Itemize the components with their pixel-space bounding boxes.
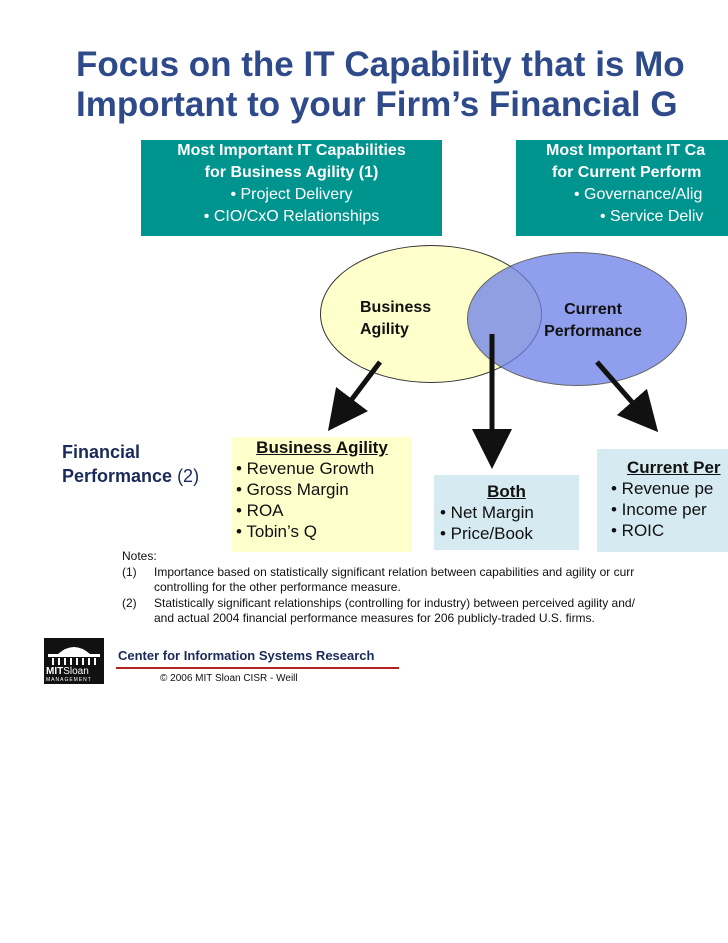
current-performance-label: Current Performance xyxy=(537,299,649,343)
performance-capabilities-header-1: Most Important IT Ca xyxy=(546,142,706,159)
arrow-to-agility-box xyxy=(327,360,382,431)
agility-capabilities-box: Most Important IT Capabilities for Busin… xyxy=(141,140,442,236)
business-agility-label-1: Business xyxy=(360,299,432,316)
arrows xyxy=(327,334,659,469)
financial-label-2: Performance xyxy=(62,466,173,486)
arrow-to-current-box xyxy=(595,360,659,433)
center-name: Center for Information Systems Research xyxy=(118,648,375,663)
slide: Focus on the IT Capability that is Mo Im… xyxy=(42,42,728,685)
both-measure-item: • Net Margin xyxy=(440,503,534,522)
footer-divider xyxy=(116,667,399,669)
current-performance-label-1: Current xyxy=(564,301,622,318)
current-performance-label-2: Performance xyxy=(544,323,642,340)
note-2-line-1: Statistically significant relationships … xyxy=(154,595,635,610)
logo-management: MANAGEMENT xyxy=(46,677,92,683)
both-measure-item: • Price/Book xyxy=(440,524,533,543)
business-agility-measures-box: Business Agility • Revenue Growth • Gros… xyxy=(232,437,412,552)
performance-capability-item: • Service Deliv xyxy=(600,208,704,225)
current-measure-item: • Income per xyxy=(611,500,707,519)
copyright: © 2006 MIT Sloan CISR - Weill xyxy=(160,673,298,684)
business-agility-measures-header: Business Agility xyxy=(256,438,388,457)
financial-label-1: Financial xyxy=(62,442,141,462)
current-performance-measures-box: Current Per • Revenue pe • Income per • … xyxy=(597,449,728,552)
logo-sloan: Sloan xyxy=(63,666,89,677)
both-measures-box: Both • Net Margin • Price/Book xyxy=(434,475,579,550)
current-performance-measures-header: Current Per xyxy=(627,458,721,477)
logo-mit: MIT xyxy=(46,666,64,677)
agility-measure-item: • Tobin’s Q xyxy=(236,522,317,541)
agility-measure-item: • ROA xyxy=(236,501,284,520)
agility-capabilities-header-2: for Business Agility (1) xyxy=(204,164,379,181)
financial-label-note: (2) xyxy=(172,466,200,486)
performance-capabilities-header-2: for Current Perform xyxy=(552,164,702,181)
agility-capabilities-header-1: Most Important IT Capabilities xyxy=(177,142,406,159)
notes-title: Notes: xyxy=(122,549,157,563)
financial-performance-label: Financial Performance (2) xyxy=(62,440,199,488)
title-line-2: Important to your Firm’s Financial G xyxy=(76,85,678,124)
agility-capability-item: • Project Delivery xyxy=(230,186,353,203)
note-2-number: (2) xyxy=(122,595,137,610)
agility-capability-item: • CIO/CxO Relationships xyxy=(203,208,380,225)
current-measure-item: • ROIC xyxy=(611,521,665,540)
business-agility-label: Business Agility xyxy=(360,297,431,341)
performance-capability-item: • Governance/Alig xyxy=(574,186,703,203)
performance-capabilities-box: Most Important IT Ca for Current Perform… xyxy=(516,140,728,236)
note-1-line-2: controlling for the other performance me… xyxy=(154,580,401,594)
note-1-number: (1) xyxy=(122,564,137,579)
notes: Notes: (1) Importance based on statistica… xyxy=(122,549,728,627)
both-measures-header: Both xyxy=(487,482,526,501)
agility-measure-item: • Gross Margin xyxy=(236,480,349,499)
business-agility-label-2: Agility xyxy=(360,321,409,338)
title-line-1: Focus on the IT Capability that is Mo xyxy=(76,45,685,84)
slide-title: Focus on the IT Capability that is Mo Im… xyxy=(76,45,728,125)
note-1-line-1: Importance based on statistically signif… xyxy=(154,564,635,579)
mit-building-icon xyxy=(48,647,100,665)
mit-sloan-logo: MITSloan MANAGEMENT xyxy=(44,638,104,684)
current-measure-item: • Revenue pe xyxy=(611,479,714,498)
current-performance-ellipse xyxy=(467,252,687,386)
agility-measure-item: • Revenue Growth xyxy=(236,459,375,478)
note-2-line-2: and actual 2004 financial performance me… xyxy=(154,611,595,625)
